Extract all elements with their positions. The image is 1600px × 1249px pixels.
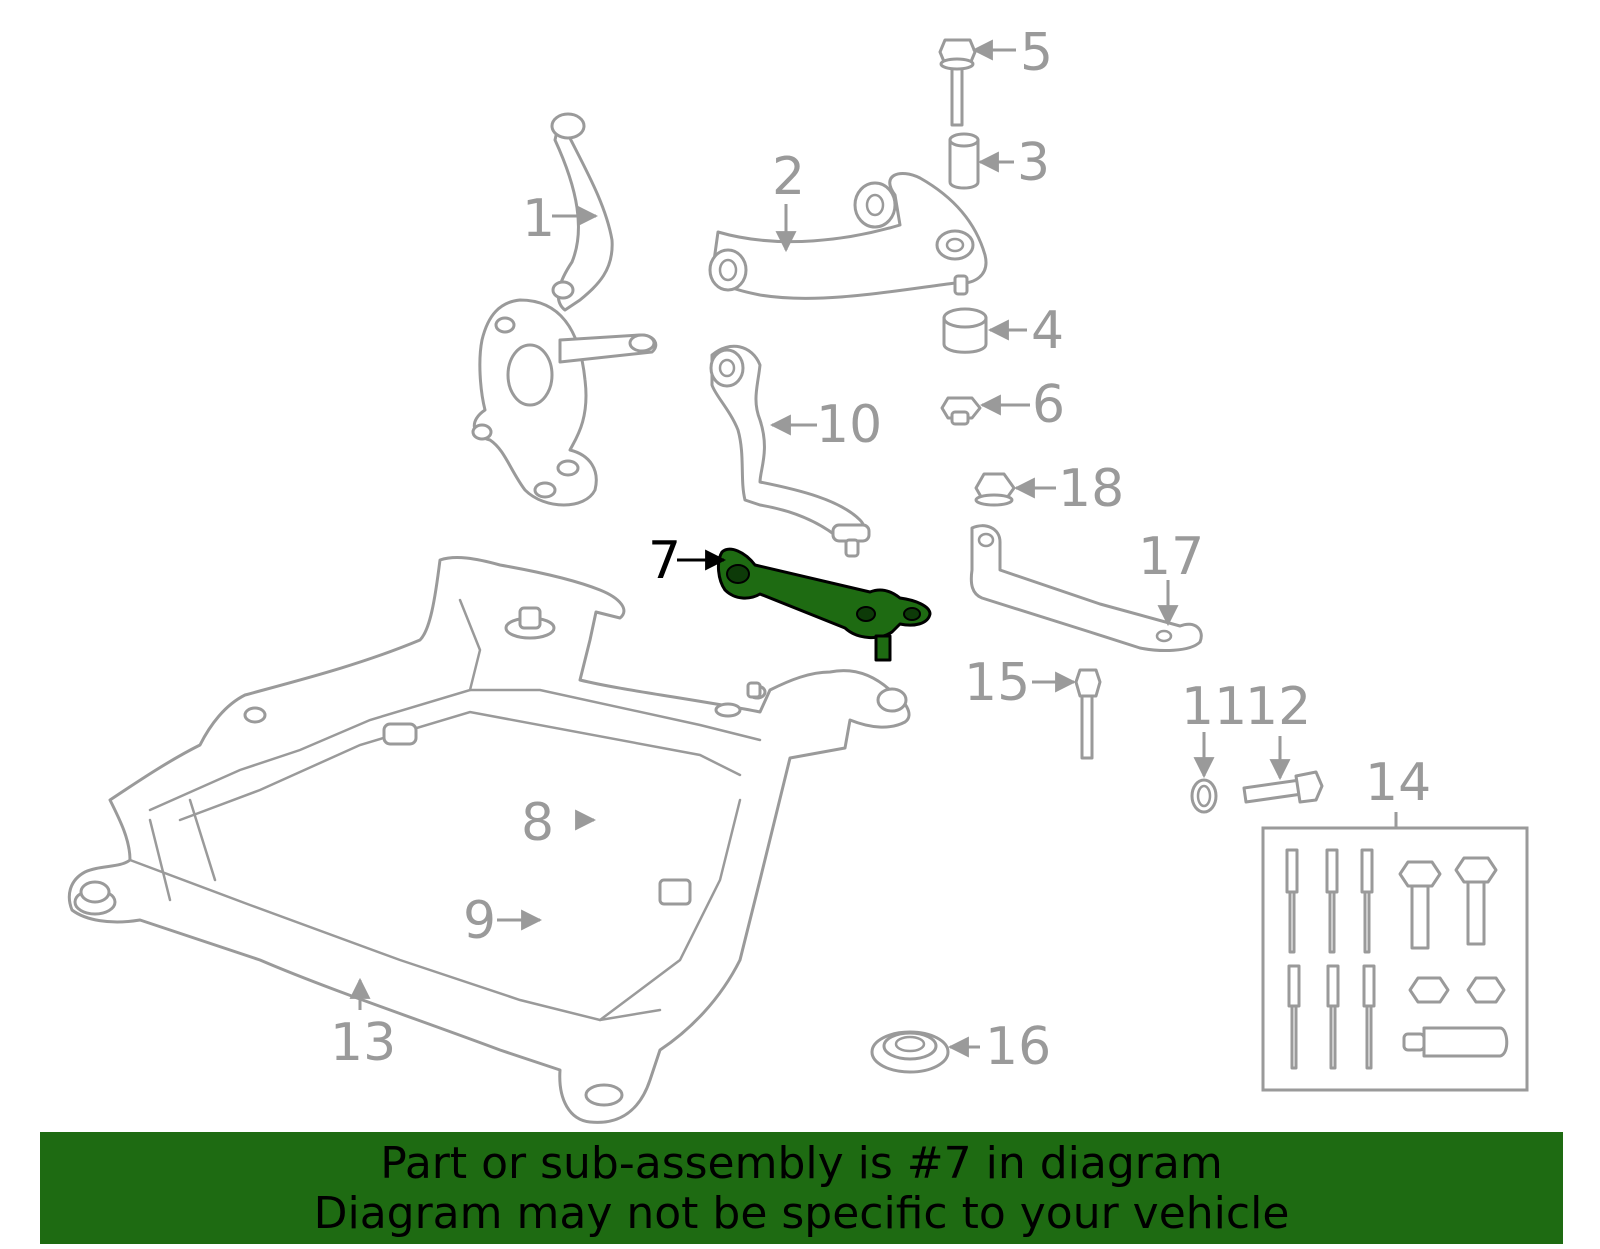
part-4-bushing [942,307,988,354]
callout-2: 2 [772,147,805,207]
part-13-subframe [67,556,911,1124]
callout-14: 14 [1365,753,1431,813]
part-16-mount [870,1030,950,1074]
part-10-control-arm [709,344,871,558]
part-6-nut [940,396,982,426]
callout-16: 16 [985,1017,1051,1077]
callout-18: 18 [1058,459,1124,519]
callout-17: 17 [1138,527,1204,587]
part-12-bolt [1242,770,1324,804]
callout-5: 5 [1020,23,1053,83]
footer-band [40,1132,1563,1244]
part-1-steering-knuckle [471,112,658,507]
part-7-lower-arm-highlighted [716,547,932,662]
part-11-o-ring [1190,778,1218,814]
callout-3: 3 [1017,133,1050,193]
part-14-hardware-kit [1261,826,1529,1092]
footer-notice: Part or sub-assembly is #7 in diagram Di… [40,1132,1563,1244]
callout-7: 7 [648,531,681,591]
callout-11: 11 [1181,677,1247,737]
footer-line-disclaimer: Diagram may not be specific to your vehi… [313,1188,1290,1239]
part-17-link [969,524,1203,652]
part-2-upper-control-arm [708,172,988,300]
part-5-bolt [938,38,977,127]
callout-8: 8 [521,793,554,853]
callout-9: 9 [463,891,496,951]
callout-15: 15 [964,653,1030,713]
footer-line-part-number: Part or sub-assembly is #7 in diagram [380,1138,1223,1189]
part-3-bushing [948,132,980,190]
callout-numbers: 1 2 3 4 5 6 7 8 9 10 11 12 13 14 15 16 1… [330,23,1431,1077]
callout-1: 1 [522,189,555,249]
callout-13: 13 [330,1013,396,1073]
part-18-nut [974,472,1016,507]
part-15-bolt [1074,668,1102,760]
callout-12: 12 [1245,677,1311,737]
leader-lines [349,39,1398,1058]
callout-4: 4 [1031,301,1064,361]
callout-6: 6 [1032,375,1065,435]
callout-10: 10 [816,395,882,455]
